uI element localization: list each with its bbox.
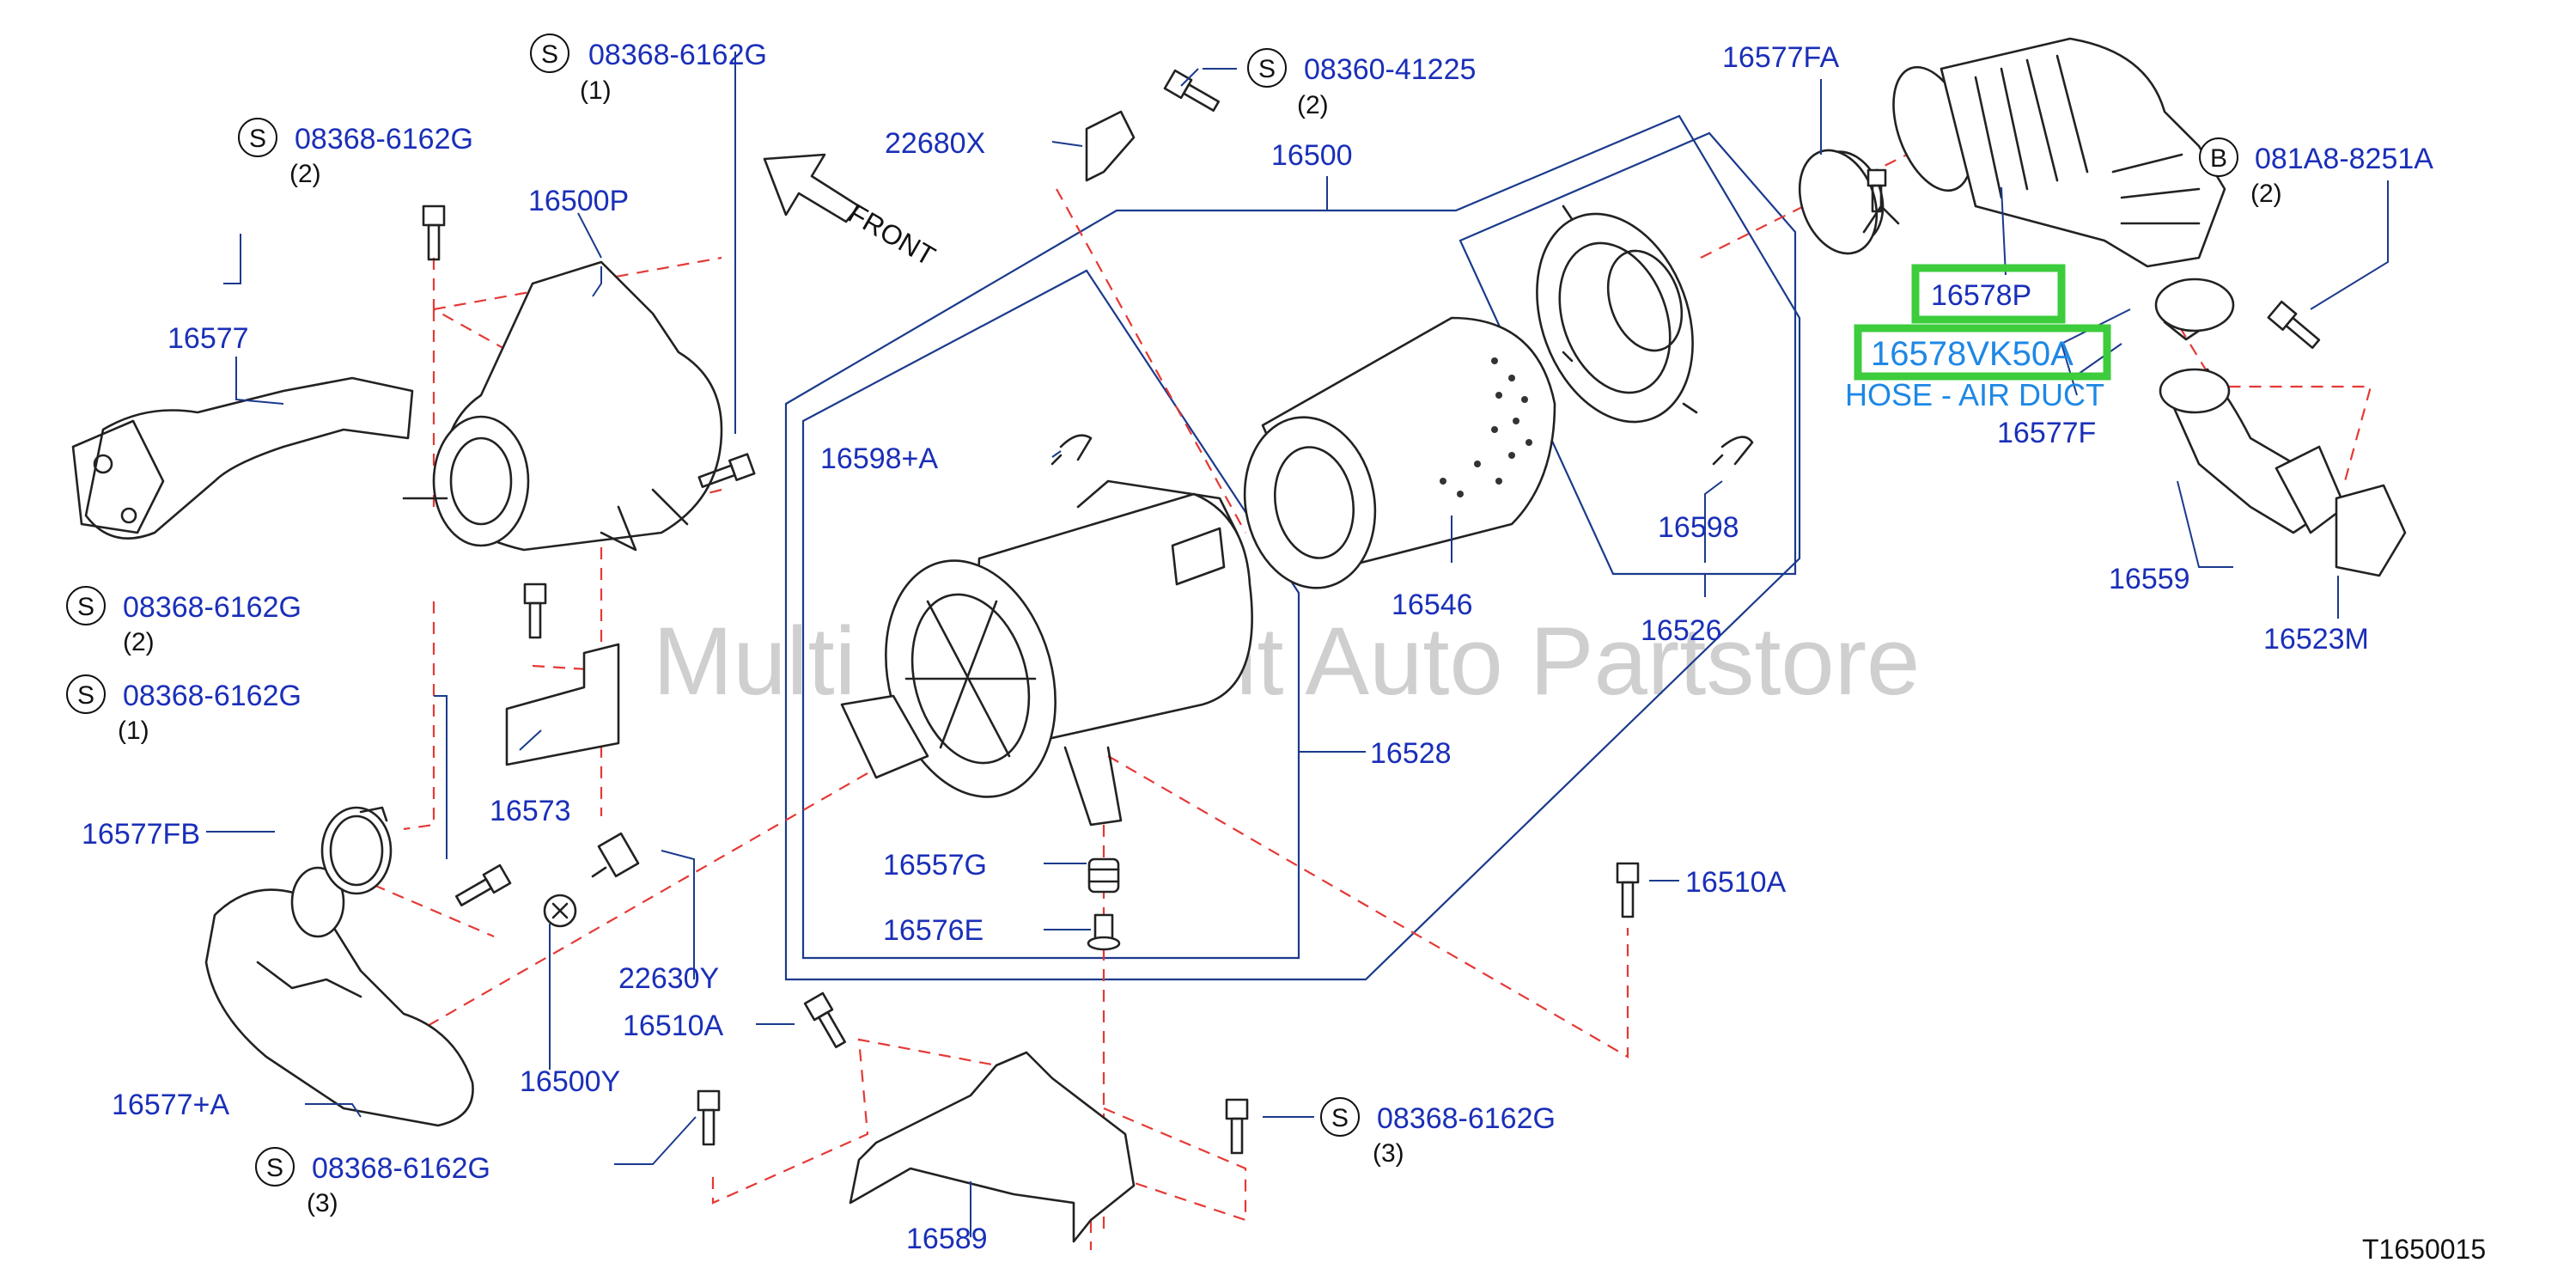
bolt-symbol: S	[77, 593, 94, 621]
label-16577A: 16577+A	[112, 1089, 229, 1121]
label-22630Y: 22630Y	[618, 962, 719, 995]
clamp-16577FB	[320, 806, 393, 895]
part-labels: 16577FA 16578P 16578VK50A HOSE - AIR DUC…	[82, 41, 2369, 1255]
clip-16598	[1712, 436, 1754, 466]
sensor-22680X	[1085, 110, 1136, 182]
assembly-16526-outline	[1459, 131, 1797, 576]
bolt-callout-4: B 081A8-8251A (2)	[2210, 143, 2433, 208]
bolt-callout-6: S 08368-6162G (1)	[77, 680, 301, 745]
duct-16577	[71, 376, 414, 540]
label-16576E: 16576E	[883, 914, 984, 947]
resonator-16500P	[402, 260, 723, 552]
label-16578P: 16578P	[1931, 279, 2031, 312]
bolts	[422, 69, 2321, 1155]
bolt-callout-2: S 08368-6162G (2)	[249, 123, 473, 188]
bolt-qty: (2)	[123, 628, 155, 656]
highlight-box-16578P	[1911, 264, 2066, 324]
bolt-part-number: 08368-6162G	[123, 591, 301, 624]
assembly-16500-outline	[784, 114, 1801, 981]
label-16598: 16598	[1658, 511, 1739, 544]
collar-16576E	[1087, 913, 1121, 951]
bolt-part-number: 081A8-8251A	[2255, 143, 2433, 175]
front-arrow: FRONT	[763, 153, 941, 271]
assembly-16528-outline	[801, 269, 1300, 960]
bolt-symbol: S	[249, 125, 266, 153]
label-16577FB: 16577FB	[82, 818, 200, 851]
label-16500Y: 16500Y	[520, 1065, 620, 1098]
label-16573: 16573	[490, 795, 571, 827]
label-16598A: 16598+A	[820, 442, 938, 475]
bolt-qty: (1)	[118, 717, 149, 745]
bolt-qty: (2)	[1297, 91, 1329, 119]
bolt-part-number: 08368-6162G	[123, 680, 301, 712]
bolt-part-number: 08368-6162G	[312, 1152, 490, 1185]
label-16510A-left: 16510A	[623, 1010, 724, 1042]
leader-lines	[206, 52, 2389, 1237]
bolt-qty: (3)	[307, 1189, 338, 1217]
bolt-callout-3: S 08360-41225 (2)	[1258, 53, 1476, 119]
bolt-symbol: B	[2210, 144, 2227, 173]
label-16523M: 16523M	[2263, 623, 2369, 656]
label-22680X: 22680X	[885, 127, 985, 160]
label-16528: 16528	[1370, 737, 1452, 770]
label-16589: 16589	[906, 1223, 988, 1255]
bracket-16573	[505, 643, 620, 766]
label-16510A-right: 16510A	[1685, 866, 1787, 899]
bolt-symbol: S	[1258, 55, 1276, 83]
bolt-callout-5: S 08368-6162G (2)	[77, 591, 301, 656]
label-hose-air-duct: HOSE - AIR DUCT	[1845, 377, 2104, 412]
elbow-16559	[2159, 368, 2347, 534]
bolt-part-number: 08360-41225	[1304, 53, 1476, 86]
bolt-qty: (3)	[1373, 1139, 1404, 1168]
air-cleaner-cover	[1536, 204, 1698, 424]
symbol-circles	[66, 34, 2238, 1187]
clip-16598A	[1050, 434, 1093, 466]
intake-port	[840, 694, 929, 779]
sensor-22630Y	[591, 832, 640, 878]
air-cleaner-case	[840, 479, 1253, 827]
bolt-callout-1: S 08368-6162G (1)	[541, 39, 767, 105]
clamp-16577F	[2154, 278, 2235, 341]
bolt-symbol: S	[266, 1154, 283, 1182]
label-16578VK50A: 16578VK50A	[1871, 335, 2074, 373]
label-16559: 16559	[2109, 563, 2190, 595]
bolt-part-number: 08368-6162G	[588, 39, 767, 71]
bolt-callout-8: S 08368-6162G (3)	[266, 1152, 490, 1217]
front-label: FRONT	[843, 198, 941, 271]
bolt-symbol: S	[1331, 1104, 1349, 1132]
label-16557G: 16557G	[883, 849, 987, 882]
watermark-text: Multi Merchant Auto Partstore	[653, 607, 1920, 715]
bolt-qty: (2)	[2250, 180, 2282, 208]
duct-16577A	[204, 866, 474, 1127]
bolt-symbol: S	[541, 40, 558, 69]
bolt-callout-7: S 08368-6162G (3)	[1331, 1102, 1556, 1168]
label-16500: 16500	[1271, 139, 1353, 172]
diagram-code: T1650015	[2362, 1234, 2486, 1265]
grommet-16500Y	[543, 894, 577, 928]
label-16577: 16577	[167, 322, 249, 355]
label-16500P: 16500P	[528, 185, 629, 217]
filter-element	[1243, 316, 1556, 589]
label-16577F: 16577F	[1997, 417, 2096, 449]
bracket-16589	[849, 1051, 1136, 1243]
bolt-qty: (2)	[289, 160, 321, 188]
grommet-16557G	[1087, 857, 1120, 894]
label-16546: 16546	[1392, 589, 1473, 621]
highlight-box-16578VK50A	[1854, 324, 2111, 381]
label-16577FA: 16577FA	[1722, 41, 1839, 74]
bolt-qty: (1)	[580, 76, 612, 105]
label-16526: 16526	[1641, 614, 1722, 647]
gasket-16523M	[2335, 484, 2407, 577]
bolt-part-number: 08368-6162G	[295, 123, 473, 156]
bolt-part-number: 08368-6162G	[1377, 1102, 1556, 1135]
bolt-symbol: S	[77, 681, 94, 710]
